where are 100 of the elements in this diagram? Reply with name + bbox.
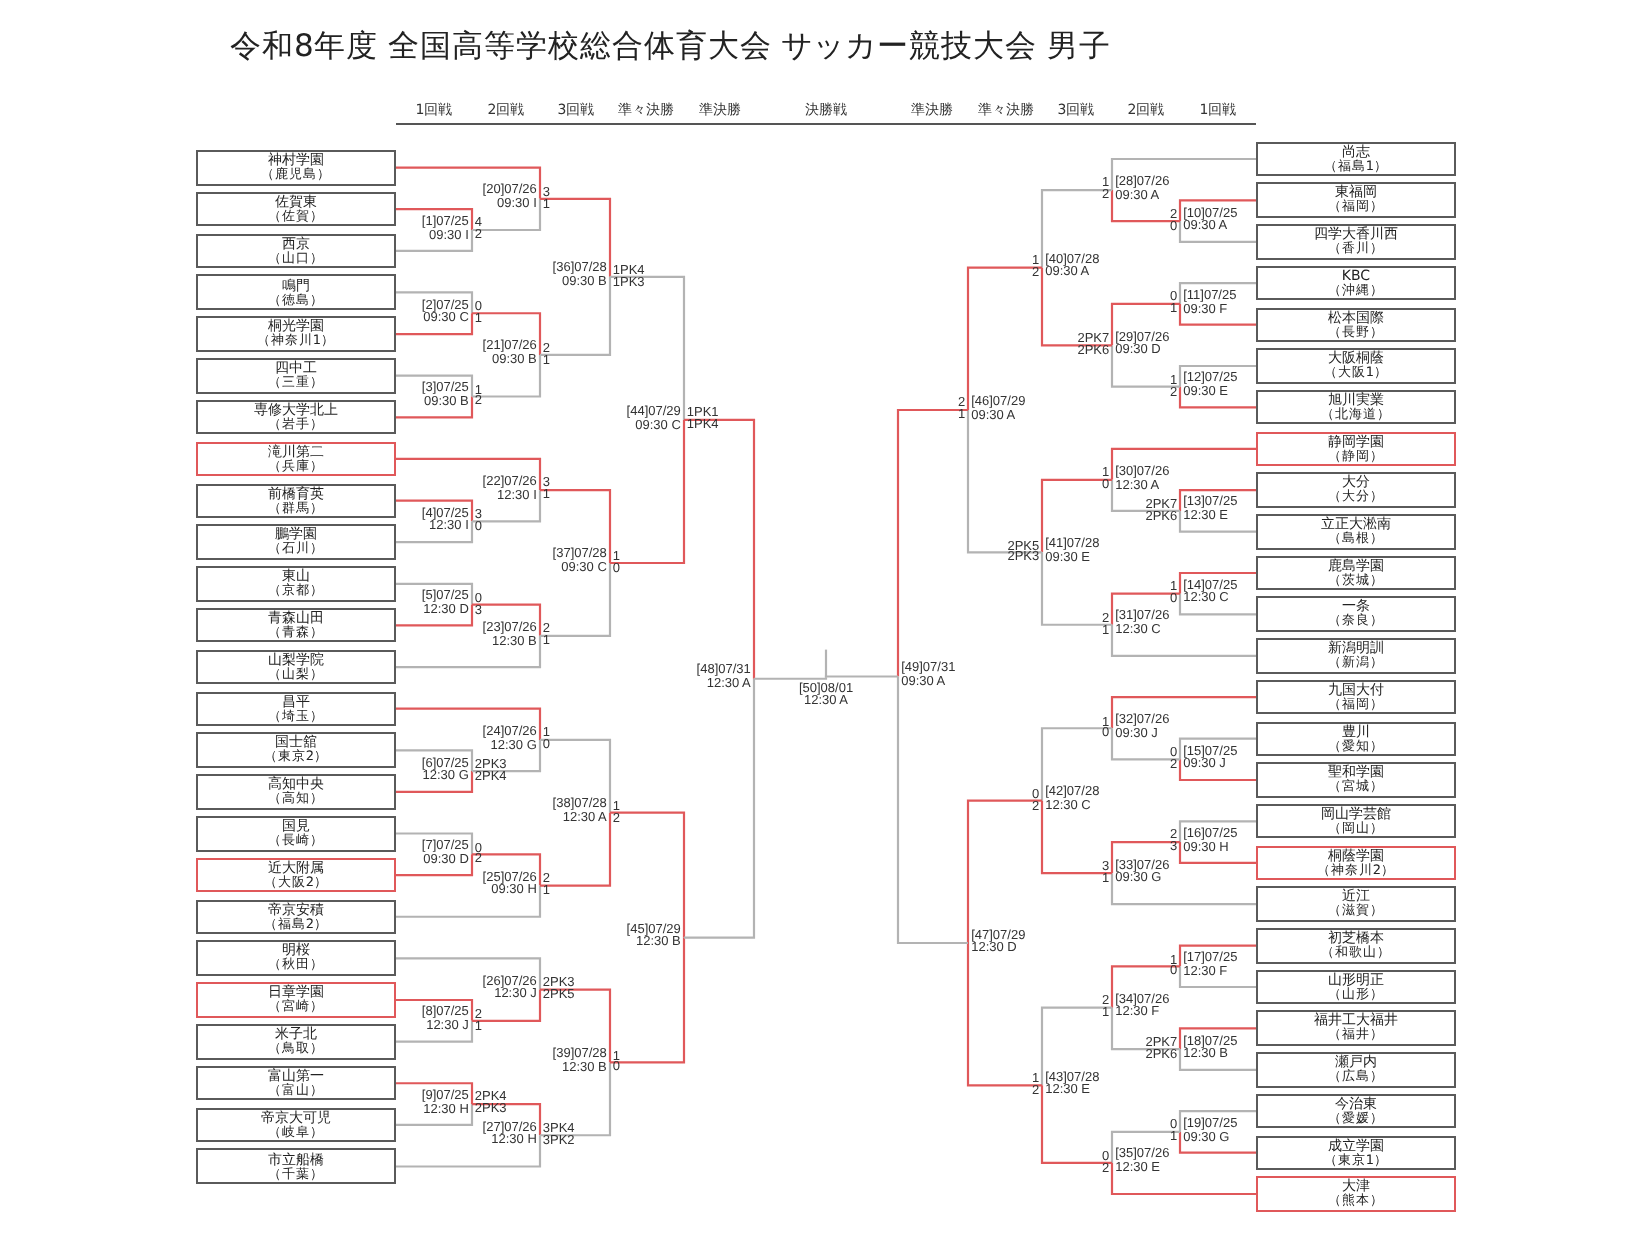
team-box [1256,679,1456,715]
team-box [1256,555,1456,591]
bracket-line [966,943,1042,1087]
bracket-line [1110,1007,1180,1051]
bracket-line [1110,873,1256,906]
team-box [1256,1010,1456,1046]
team-box [1256,721,1456,757]
bracket-line [1110,1130,1180,1163]
team-box [1256,886,1456,922]
bracket-line [396,582,474,605]
bracket-line [396,832,474,855]
bracket-line [966,799,1042,943]
bracket-line [1110,345,1180,388]
bracket-line [1178,303,1256,326]
bracket-line [1178,842,1256,864]
team-box [196,691,396,727]
bracket-line [1178,364,1256,387]
bracket-line [684,418,756,679]
team-box [196,982,396,1018]
bracket-line [396,885,542,918]
bracket-line [396,707,542,740]
bracket-line [1110,1162,1256,1196]
bracket-line [1110,190,1180,223]
team-box [196,399,396,435]
bracket-line [1178,944,1256,967]
bracket-line [540,1062,612,1137]
bracket-line [1040,188,1112,268]
bracket-line [396,1135,542,1168]
team-box [1256,638,1456,674]
team-box [1256,969,1456,1005]
bracket-line [1110,965,1180,1008]
bracket-line [610,275,686,420]
bracket-line [1178,221,1256,243]
bracket-line [754,676,828,680]
bracket-line [396,1104,474,1126]
team-box [196,816,396,851]
bracket-line [540,738,612,813]
bracket-line [540,988,612,1063]
bracket-line [396,854,474,877]
bracket-line [1040,1006,1112,1086]
bracket-line [1178,510,1256,533]
team-box [196,566,396,602]
team-box [196,233,396,269]
team-box [1256,803,1456,839]
team-box [196,940,396,976]
bracket-line [396,291,474,314]
bracket-line [1178,571,1256,594]
bracket-line [396,521,474,544]
team-box [196,524,396,560]
team-box [196,191,396,227]
bracket-line [1040,478,1112,553]
team-box [1256,224,1456,260]
team-box [196,483,396,519]
team-box [196,607,396,643]
team-box [196,649,396,685]
bracket-line [610,419,686,565]
team-box [196,857,396,893]
bracket-line [396,396,474,419]
bracket-line [472,490,542,523]
team-box [1256,431,1456,467]
bracket-line [540,563,612,637]
team-box [1256,348,1456,384]
team-box [1256,141,1456,177]
team-box [196,150,396,186]
team-box [1256,265,1456,301]
bracket-line [472,739,542,773]
bracket-line [1178,593,1256,616]
bracket-line [396,457,542,491]
bracket-line [896,408,968,677]
bracket-line [396,374,474,397]
bracket-line [472,198,542,232]
bracket-line [966,266,1042,410]
bracket-line [540,489,612,563]
bracket-line [1110,624,1256,657]
bracket-line [396,208,474,230]
team-box [1256,845,1456,881]
bracket-line [396,313,474,336]
bracket-line [684,678,756,939]
bracket-line [540,812,612,887]
bracket-line [1178,759,1256,782]
bracket-line [396,957,542,990]
bracket-line [472,354,542,398]
bracket-line [966,410,1042,554]
bracket-line [1110,728,1180,761]
title: 令和8年度 全国高等学校総合体育大会 サッカー競技大会 男子 [230,28,1112,64]
bracket-line [1178,737,1256,760]
bracket-line [1178,1131,1256,1154]
bracket-line [396,1020,474,1043]
bracket-line [472,1102,542,1136]
bracket-line [1178,1110,1256,1132]
bracket-line [472,603,542,636]
bracket-line [396,749,474,772]
team-box [1256,928,1456,964]
team-box [196,1024,396,1060]
bracket-line [1040,800,1112,875]
bracket-line [1040,727,1112,801]
team-box [1256,307,1456,343]
bracket-line [610,811,686,938]
team-box [1256,472,1456,508]
team-box [196,899,396,935]
